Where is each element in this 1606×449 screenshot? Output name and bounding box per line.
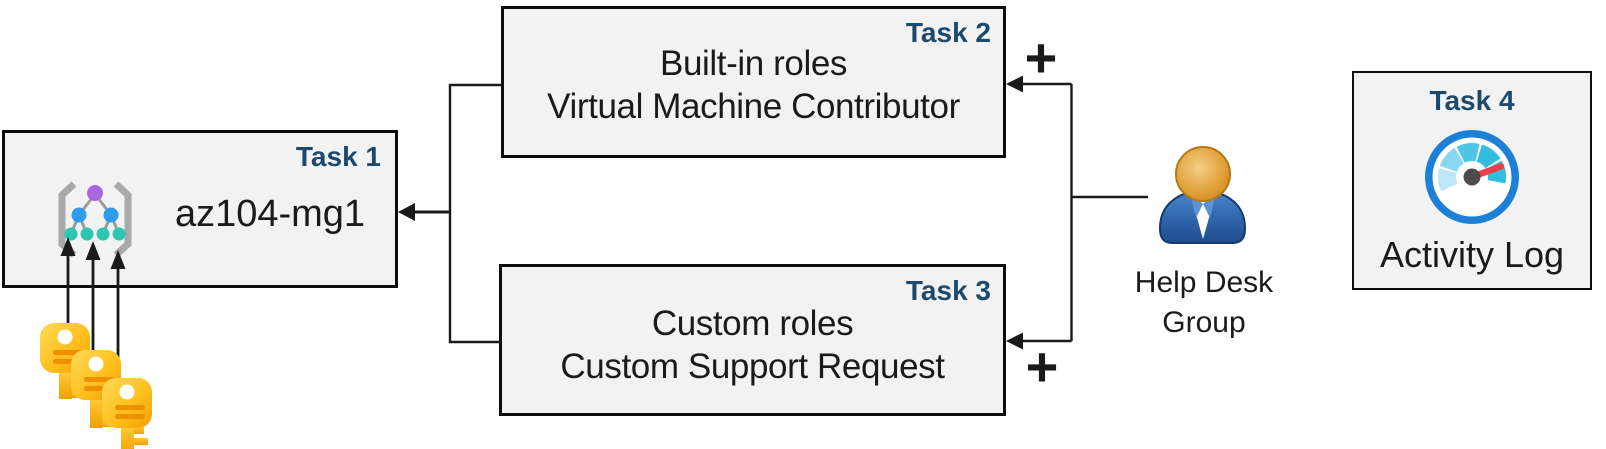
arrowhead-to-task1 bbox=[398, 203, 415, 221]
key-icon-1 bbox=[40, 323, 90, 399]
task2-label: Task 2 bbox=[905, 17, 991, 48]
task4-label: Task 4 bbox=[1429, 85, 1515, 116]
plus-sign-bottom: + bbox=[1025, 335, 1059, 398]
task1-box: Task 1 az104-mg1 bbox=[2, 130, 398, 288]
task1-name: az104-mg1 bbox=[174, 193, 366, 235]
helpdesk-line1: Help Desk bbox=[1134, 266, 1274, 299]
task4-box: Task 4 Activity Log bbox=[1352, 71, 1592, 290]
task3-line1: Custom roles bbox=[651, 304, 854, 343]
task3-label: Task 3 bbox=[905, 275, 991, 306]
task1-label: Task 1 bbox=[295, 141, 381, 172]
bracket-task2-task3 bbox=[448, 83, 503, 344]
helpdesk-group-label: Help Desk Group bbox=[1100, 263, 1308, 343]
helpdesk-line2: Group bbox=[1162, 306, 1246, 339]
task2-line1: Built-in roles bbox=[660, 44, 847, 83]
person-icon bbox=[1158, 146, 1247, 244]
task2-box: Task 2 Built-in roles Virtual Machine Co… bbox=[501, 6, 1006, 158]
key-icon-2 bbox=[71, 350, 121, 428]
key-icon-3 bbox=[102, 378, 152, 449]
task4-caption: Activity Log bbox=[1379, 234, 1565, 275]
keys-icon bbox=[40, 323, 152, 449]
management-group-icon bbox=[58, 181, 132, 258]
task3-box: Task 3 Custom roles Custom Support Reque… bbox=[499, 264, 1006, 416]
task2-line2: Virtual Machine Contributor bbox=[547, 87, 960, 126]
plus-sign-top: + bbox=[1024, 26, 1058, 89]
gauge-icon bbox=[1425, 130, 1519, 224]
task3-line2: Custom Support Request bbox=[560, 347, 945, 386]
